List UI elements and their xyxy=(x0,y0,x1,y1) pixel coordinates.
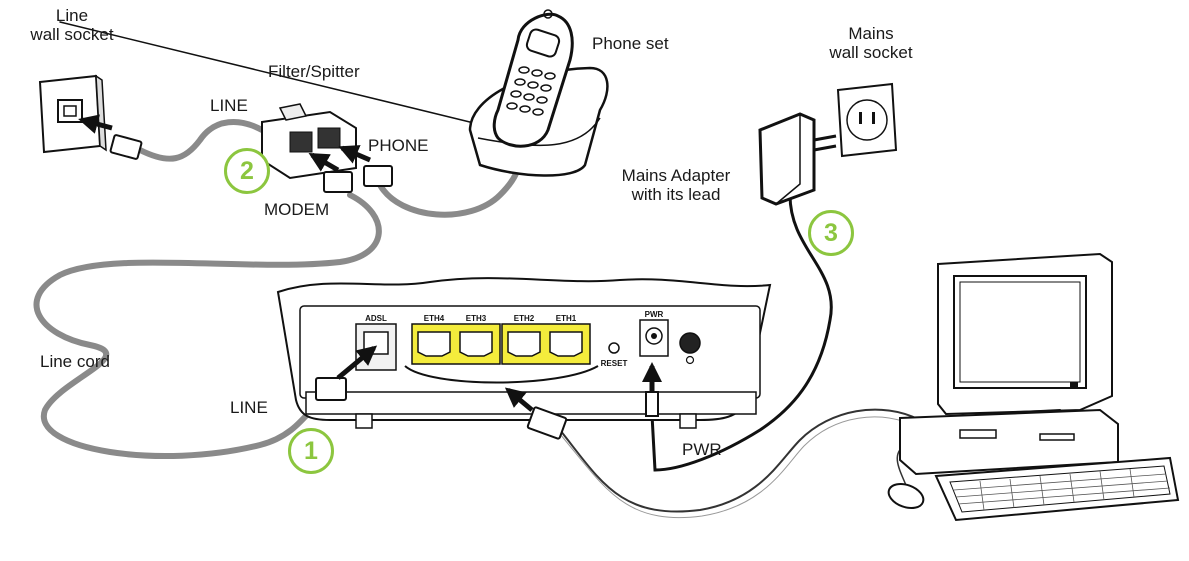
cables xyxy=(33,21,921,518)
filter-splitter xyxy=(261,103,357,180)
router-line-label: LINE xyxy=(230,398,268,417)
phone-line-thin xyxy=(59,21,479,125)
line-wall-socket-label-line2: wall socket xyxy=(30,25,114,44)
mains-wall-socket-label: Mains wall socket xyxy=(806,24,936,62)
power-lead xyxy=(650,193,833,472)
eth2-port-label: ETH2 xyxy=(514,314,535,323)
line-wall-socket-label-line1: Line xyxy=(55,6,89,25)
step-2-badge: 2 xyxy=(224,148,270,194)
line-plug-wall xyxy=(78,114,143,160)
line-wall-socket xyxy=(38,74,107,154)
phone-set xyxy=(468,9,609,177)
mains-adapter-label: Mains Adapter with its lead xyxy=(606,166,746,204)
mains-wall-socket-label-line2: wall socket xyxy=(829,43,913,62)
mains-wall-socket xyxy=(836,82,898,158)
step-1-badge: 1 xyxy=(288,428,334,474)
filter-splitter-label: Filter/Spitter xyxy=(268,62,360,81)
filter-plugs xyxy=(308,145,393,193)
mains-adapter xyxy=(758,112,837,206)
line-cord-cable xyxy=(33,192,382,460)
eth1-port-label: ETH1 xyxy=(556,314,577,323)
pwr-port-label: PWR xyxy=(645,310,664,319)
eth3-port-label: ETH3 xyxy=(466,314,487,323)
filter-line-label: LINE xyxy=(210,96,248,115)
mains-adapter-label-line2: with its lead xyxy=(631,185,721,204)
eth4-port-label: ETH4 xyxy=(424,314,445,323)
ethernet-cable xyxy=(559,408,921,513)
pwr-label: PWR xyxy=(682,440,722,459)
filter-modem-label: MODEM xyxy=(264,200,330,219)
line-cable-wall-to-filter xyxy=(137,118,265,162)
computer xyxy=(887,252,1180,522)
phone-set-label: Phone set xyxy=(592,34,669,53)
line-cord-label: Line cord xyxy=(40,352,110,371)
adsl-port-label: ADSL xyxy=(365,314,387,323)
filter-phone-label: PHONE xyxy=(368,136,429,155)
step-3-badge: 3 xyxy=(808,210,854,256)
mains-wall-socket-label-line1: Mains xyxy=(848,24,894,43)
line-wall-socket-label: Line wall socket xyxy=(12,6,132,44)
reset-label: RESET xyxy=(601,359,628,368)
router-connections xyxy=(315,345,662,440)
mains-adapter-label-line1: Mains Adapter xyxy=(621,166,731,185)
